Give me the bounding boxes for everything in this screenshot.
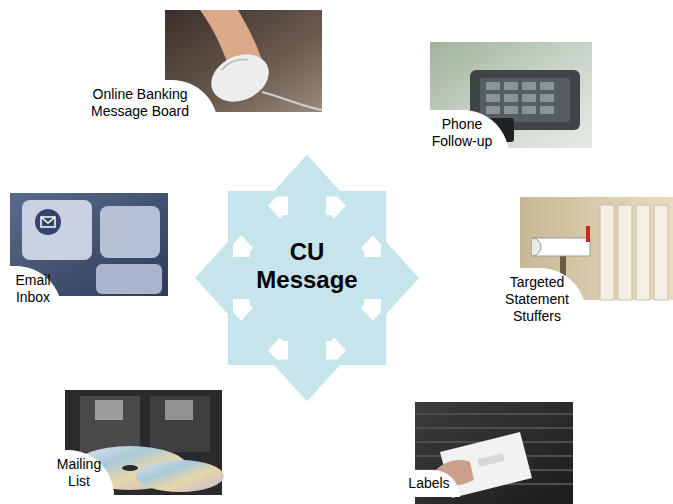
- channel-label: Targeted Statement Stuffers: [488, 268, 586, 331]
- channel-label: Labels: [398, 470, 460, 497]
- hub-text: CU Message: [247, 238, 367, 294]
- hub-title: CU Message: [247, 238, 367, 294]
- channel-label: Phone Follow-up: [415, 110, 509, 156]
- radiating-arrows: [195, 155, 419, 401]
- channel-label: Online Banking Message Board: [62, 80, 218, 126]
- channel-name: Labels: [404, 475, 454, 492]
- channel-name: Email Inbox: [10, 272, 56, 306]
- channel-label: Email Inbox: [4, 266, 62, 312]
- channel-name: Targeted Statement Stuffers: [496, 274, 578, 325]
- channel-name: Mailing List: [50, 456, 108, 490]
- channel-label: Mailing List: [44, 450, 114, 496]
- channel-name: Phone Follow-up: [423, 116, 501, 150]
- channel-name: Online Banking Message Board: [70, 86, 210, 120]
